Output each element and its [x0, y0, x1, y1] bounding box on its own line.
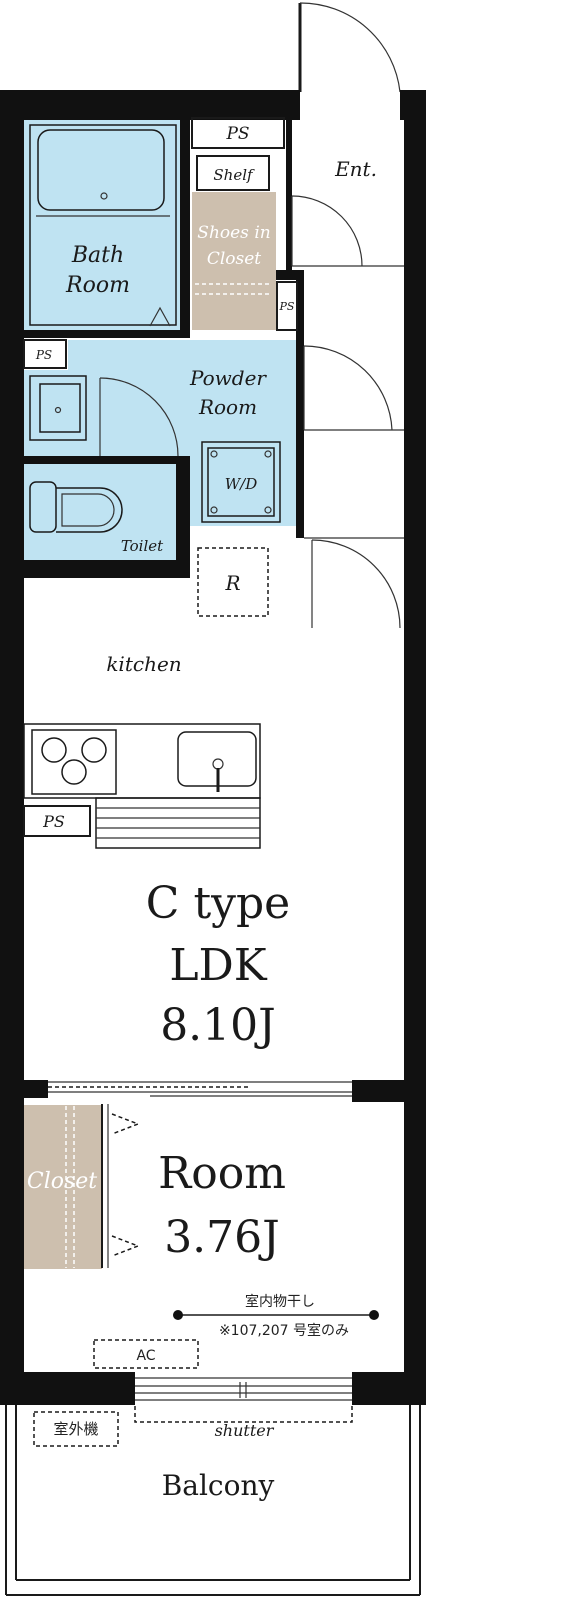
shoes-closet-label-line1: Shoes in — [197, 223, 270, 243]
closet-fill — [24, 1105, 102, 1269]
wash-basin — [29, 375, 87, 441]
shoes-closet-fill — [192, 192, 276, 330]
ac-label: AC — [136, 1348, 155, 1364]
inner-walls — [24, 120, 404, 1102]
ac-box — [93, 1339, 199, 1369]
powder-label-line1: Powder — [189, 366, 267, 390]
toilet-door — [99, 377, 179, 457]
ps-kitchen-box — [23, 805, 91, 837]
shelf-label: Shelf — [213, 166, 255, 184]
balcony-rail — [5, 1405, 421, 1596]
kitchen-label: kitchen — [106, 652, 181, 676]
balcony-window — [135, 1377, 352, 1401]
balcony-label: Balcony — [162, 1469, 275, 1502]
ps-left-label: PS — [35, 348, 52, 362]
ps-kitchen-label: PS — [42, 812, 65, 831]
closet-details — [65, 1104, 141, 1268]
fridge-space — [197, 547, 269, 617]
kitchen-counter — [23, 723, 261, 799]
ps-top-label: PS — [225, 124, 249, 144]
shoes-closet-shelf-lines — [195, 283, 272, 295]
drying-rod — [173, 1310, 379, 1320]
bath-label-line2: Room — [65, 273, 130, 298]
entrance-label: Ent. — [334, 157, 377, 181]
drying-label-line2: ※107,207 号室のみ — [219, 1322, 349, 1339]
room-name-label: Room — [158, 1148, 286, 1199]
ps-top-box — [191, 117, 285, 149]
bathtub — [29, 124, 177, 327]
kitchen-step-storage — [95, 797, 261, 849]
ldk-name-label: LDK — [169, 940, 267, 991]
outer-walls — [0, 90, 426, 1405]
sliding-partition — [48, 1081, 352, 1097]
shoes-closet-label-line2: Closet — [207, 249, 261, 269]
powder-room-left-fill — [24, 370, 76, 456]
closet-label: Closet — [27, 1169, 97, 1194]
powder-room-door — [303, 345, 404, 431]
shutter-box — [134, 1406, 353, 1423]
toilet-label: Toilet — [121, 537, 164, 555]
toilet-fill — [24, 464, 180, 560]
ps-small-label: PS — [279, 300, 295, 313]
washer-space — [201, 441, 281, 523]
toilet-fixture — [29, 481, 123, 533]
main-door — [304, 537, 404, 629]
entrance-door-upper — [291, 195, 404, 267]
ps-left-box — [23, 339, 67, 369]
shutter-label: shutter — [215, 1421, 275, 1440]
bath-label-line1: Bath — [71, 243, 124, 268]
room-size-label: 3.76J — [164, 1212, 280, 1263]
ps-small-box — [276, 281, 298, 331]
outdoor-unit-box — [33, 1411, 119, 1447]
washer-label: W/D — [225, 475, 258, 493]
fridge-label: R — [224, 571, 240, 595]
bath-room-fill — [24, 120, 186, 330]
entrance-door-swing — [298, 2, 401, 93]
ldk-type-label: C type — [146, 878, 290, 929]
drying-label-line1: 室内物干し — [245, 1293, 315, 1310]
outdoor-unit-label: 室外機 — [53, 1420, 98, 1438]
shelf-box — [196, 155, 270, 191]
powder-label-line2: Room — [198, 395, 257, 419]
ldk-size-label: 8.10J — [160, 1000, 276, 1051]
